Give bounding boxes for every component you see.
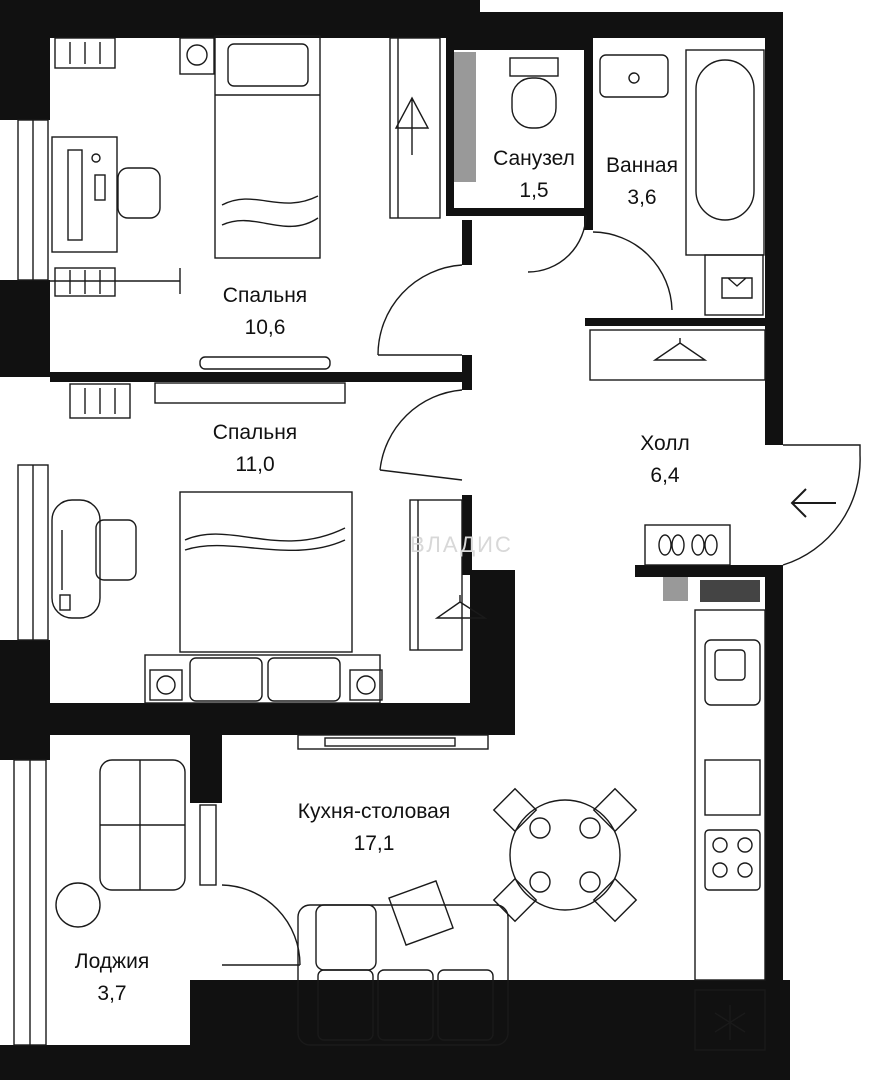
room-name: Холл [640,432,690,455]
room-name: Лоджия [75,950,149,973]
room-area: 11,0 [235,453,274,476]
room-area: 3,7 [97,982,126,1005]
bedroom2-furniture [51,383,488,704]
kitchen-furniture [55,609,766,1051]
room-label-bath: Ванная 3,6 [606,154,678,209]
washing-machine-icon [721,277,753,299]
room-area: 3,6 [627,186,656,209]
walls [0,0,790,1080]
room-name: Ванная [606,154,678,177]
room-label-bedroom2: Спальня 11,0 [213,421,297,476]
room-area: 10,6 [245,316,286,339]
room-area: 1,5 [519,179,548,202]
wc-furniture [509,57,559,129]
room-area: 17,1 [354,832,395,855]
snowflake-icon [714,1005,746,1040]
room-name: Спальня [223,284,307,307]
room-name: Санузел [493,147,575,170]
watermark-text: ВЛАДИС [410,532,513,557]
bedroom1-furniture [50,35,441,404]
room-label-loggia: Лоджия 3,7 [75,950,149,1005]
doors [221,214,861,966]
hall-furniture [589,329,766,566]
room-label-bedroom1: Спальня 10,6 [223,284,307,339]
room-label-kitchen: Кухня-столовая 17,1 [298,800,450,855]
shaft-block [454,52,476,182]
room-label-wc: Санузел 1,5 [493,147,575,202]
vent-block [663,577,688,601]
wardrobe-hanger-icon [394,96,430,155]
room-area: 6,4 [650,464,680,487]
bath-furniture [599,49,765,316]
room-name: Кухня-столовая [298,800,450,823]
room-name: Спальня [213,421,297,444]
vent-block-dark [700,580,760,602]
room-label-hall: Холл 6,4 [640,432,690,487]
windows [13,119,217,1046]
entrance-arrow-icon [790,488,836,518]
